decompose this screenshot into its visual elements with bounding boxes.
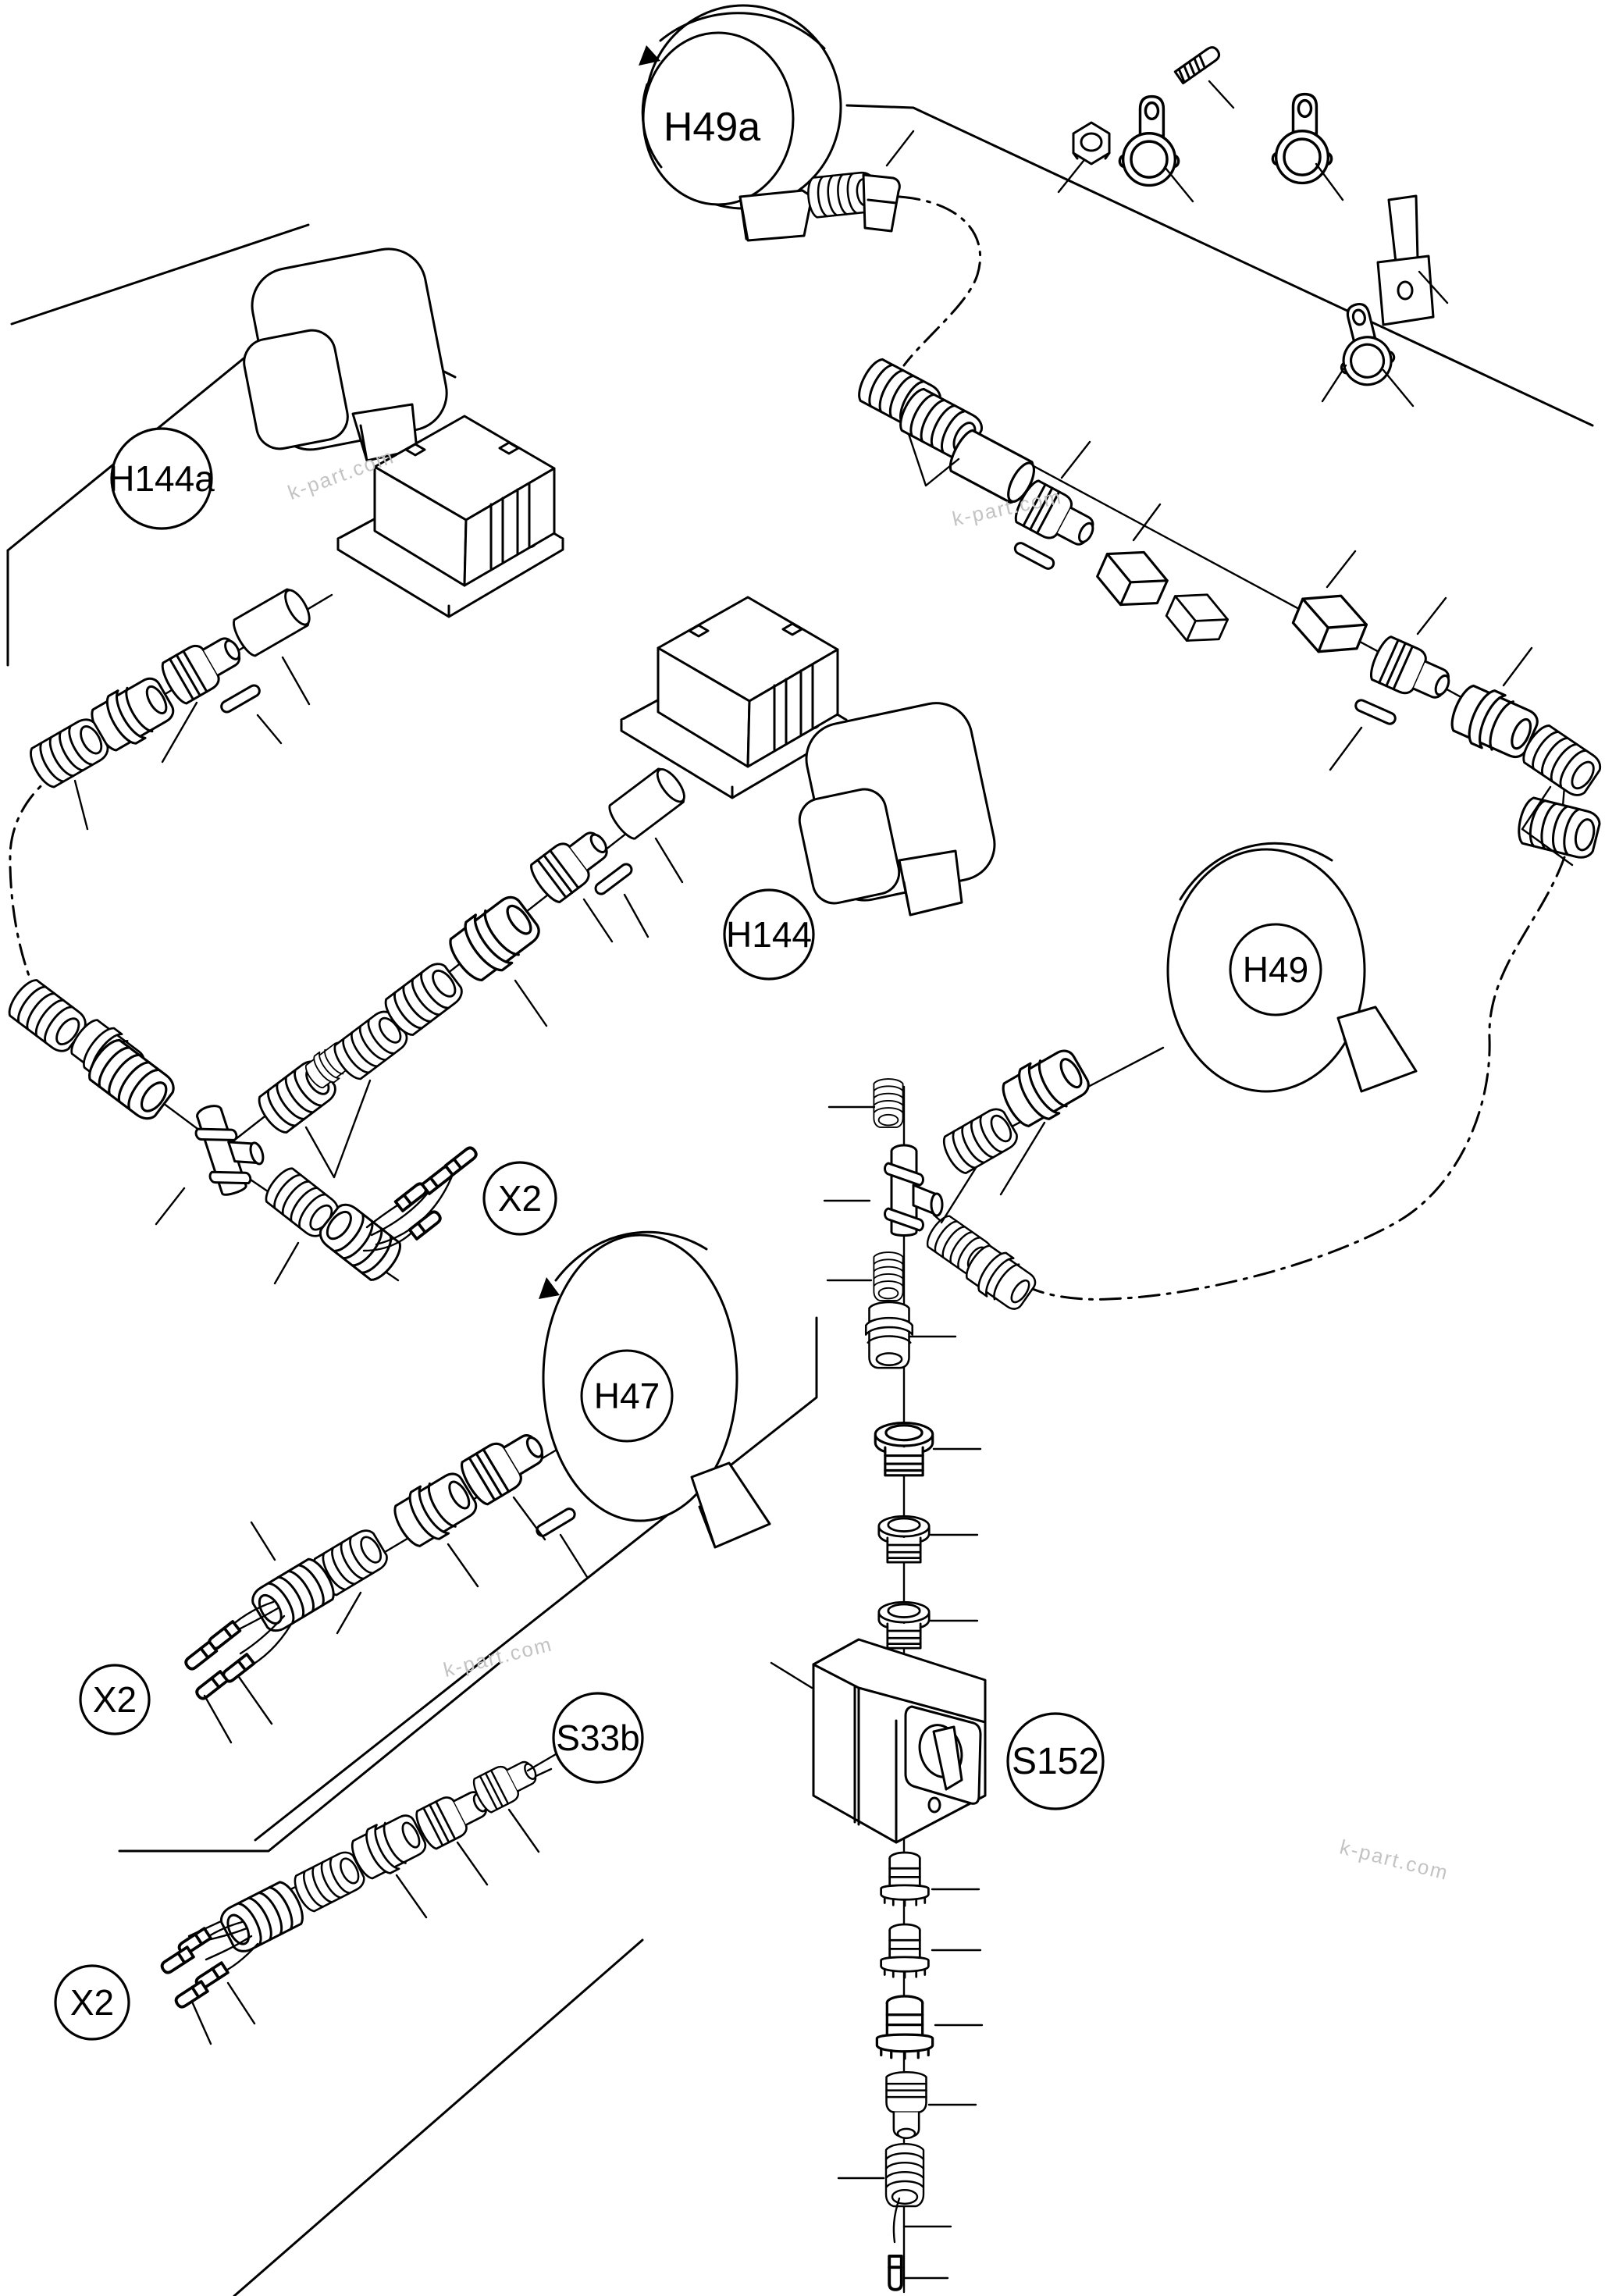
bulb-holder xyxy=(864,1301,914,1369)
switch-s33b-group xyxy=(158,1751,544,2011)
elbow-fitting xyxy=(805,170,901,233)
callouts: H144a H144 X2 X2 X2 S33b S152 xyxy=(54,427,1105,2041)
mount-bracket xyxy=(1376,194,1435,326)
gland-nut xyxy=(1365,633,1458,710)
lamp-h49a: H49a xyxy=(639,4,901,242)
svg-text:S152: S152 xyxy=(1012,1741,1099,1782)
terminal xyxy=(173,1980,209,2011)
bushing xyxy=(880,1923,930,1979)
grommet xyxy=(938,1104,1022,1178)
connector-housing xyxy=(1159,582,1235,653)
terminal xyxy=(407,1208,444,1241)
label-h49a: H49a xyxy=(664,105,760,150)
terminal xyxy=(182,1640,219,1673)
callout-x2-h47: X2 xyxy=(79,1664,151,1735)
callout-h144: H144 xyxy=(723,888,815,981)
pin xyxy=(1012,539,1057,572)
clamp-sleeve xyxy=(440,888,548,990)
threaded-adapter xyxy=(885,2070,927,2140)
lamp-h144a-group xyxy=(24,247,564,792)
terminal xyxy=(888,2254,903,2291)
label-h49: H49 xyxy=(1243,949,1308,990)
boot-spring xyxy=(873,1251,904,1301)
frame-lines xyxy=(6,104,1594,2296)
pin xyxy=(592,860,635,898)
pin xyxy=(218,682,263,716)
grommet xyxy=(884,2142,925,2208)
bushing xyxy=(877,1515,931,1564)
lamp-h144-group xyxy=(2,596,996,1286)
leader-lines xyxy=(73,80,1574,2280)
lamp-h144a-lens xyxy=(243,329,349,450)
watermark: k-part.com xyxy=(441,1632,555,1682)
pin xyxy=(1352,697,1399,727)
wire-h49a-to-chain xyxy=(898,195,982,367)
svg-text:X2: X2 xyxy=(70,1982,114,2023)
bushing xyxy=(875,1995,934,2060)
grommet xyxy=(1514,795,1603,862)
terminal xyxy=(158,1945,195,1977)
svg-text:H144: H144 xyxy=(726,914,812,955)
wire-h144a-to-h144 xyxy=(9,767,64,1007)
wired-connector xyxy=(215,1877,309,1957)
callout-s152: S152 xyxy=(1006,1712,1105,1810)
tee-fitting xyxy=(884,1144,944,1237)
lamp-h144-tab xyxy=(898,849,963,917)
terminal xyxy=(193,1670,230,1703)
wiring-curves xyxy=(9,195,1566,1301)
switch-s152-group xyxy=(812,1078,1042,2291)
connector-housing xyxy=(1285,582,1375,666)
mounting-hardware xyxy=(1072,43,1435,392)
label-h47: H47 xyxy=(594,1376,660,1416)
svg-text:X2: X2 xyxy=(93,1679,137,1720)
lamp-h144-lens xyxy=(798,788,901,905)
cap-sleeve xyxy=(604,763,692,843)
svg-text:S33b: S33b xyxy=(556,1718,639,1758)
screw-stud xyxy=(1173,43,1223,85)
p-clamp-2 xyxy=(1271,92,1333,185)
callout-h144a: H144a xyxy=(109,427,215,530)
connector-housing xyxy=(1089,537,1176,620)
clamp-sleeve xyxy=(994,1041,1096,1135)
hex-nut xyxy=(1072,121,1111,166)
bushing xyxy=(877,1600,931,1650)
lamp-h49-group: H49 xyxy=(938,842,1418,1178)
callout-x2-mid: X2 xyxy=(482,1161,557,1236)
callout-s33b: S33b xyxy=(552,1692,644,1784)
boot-spring xyxy=(873,1078,904,1128)
bushing xyxy=(880,1851,930,1907)
tee-fitting xyxy=(187,1094,273,1201)
callout-x2-s33b: X2 xyxy=(54,1964,130,2041)
svg-text:X2: X2 xyxy=(498,1178,542,1219)
lamp-h47-group: H47 xyxy=(182,1230,771,1703)
terminal xyxy=(443,1144,480,1176)
watermark: k-part.com xyxy=(1337,1835,1451,1885)
wire-right-chain-to-tee xyxy=(1026,856,1566,1301)
bushing xyxy=(874,1422,934,1477)
wire xyxy=(892,2197,901,2244)
svg-text:H144a: H144a xyxy=(109,458,215,499)
s152-switch-block xyxy=(812,1638,987,1844)
